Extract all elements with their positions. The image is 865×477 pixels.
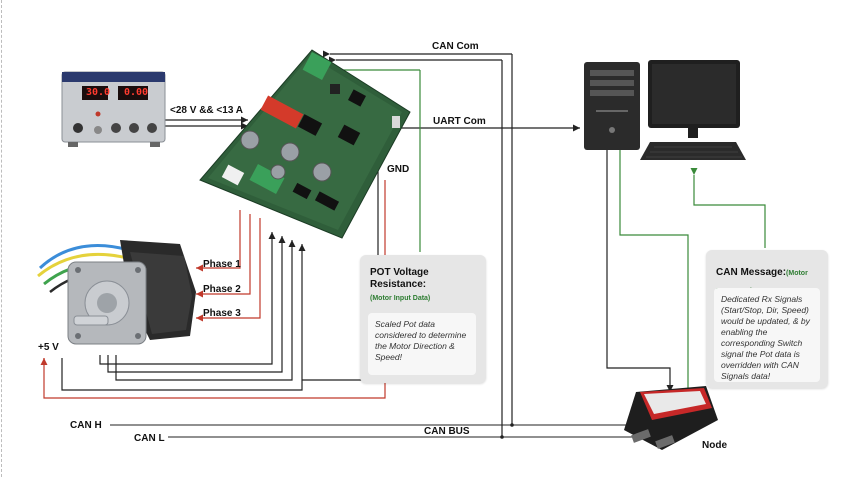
can-com-label: CAN Com <box>432 41 479 52</box>
pc-node-wire-black <box>603 142 674 392</box>
supply-spec-label: <28 V && <13 A <box>170 105 244 116</box>
can-h-label: CAN H <box>70 420 102 431</box>
node-label: Node <box>702 440 727 451</box>
motor-wire-1 <box>99 232 276 365</box>
pc-node-wire-green <box>616 142 689 392</box>
pot-card-title: POT Voltage Resistance: (Motor Input Dat… <box>370 267 460 303</box>
pot-card-subtitle: (Motor Input Data) <box>370 295 431 302</box>
stepper-motor <box>37 240 196 345</box>
left-dashed-border <box>1 0 2 477</box>
can-l-label: CAN L <box>134 433 165 444</box>
phase1-label: Phase 1 <box>203 259 241 270</box>
pot-card-body: Scaled Pot data considered to determine … <box>368 313 476 375</box>
supply-voltage-readout: 30.0 <box>86 87 111 98</box>
gnd-label: GND <box>387 164 410 175</box>
phase2-label: Phase 2 <box>203 284 241 295</box>
motor-wire-2 <box>107 236 286 373</box>
uart-com-label: UART Com <box>433 116 486 127</box>
phase3-wire <box>196 218 261 322</box>
pot-voltage-card: POT Voltage Resistance: (Motor Input Dat… <box>360 255 486 383</box>
can-message-card: CAN Message:(Motor Input Data) Dedicated… <box>706 250 828 388</box>
motor-wire-3 <box>115 240 296 381</box>
phase2-wire <box>196 214 251 298</box>
monitor-green-wire <box>690 167 766 248</box>
supply-current-readout: 0.00 <box>124 87 149 98</box>
phase1-wire <box>196 210 241 272</box>
plus5v-label: +5 V <box>38 342 59 353</box>
controller-board <box>199 49 411 239</box>
power-supply <box>61 71 166 147</box>
pc-monitor <box>640 60 746 160</box>
pc-tower <box>584 62 640 150</box>
phase3-label: Phase 3 <box>203 308 241 319</box>
can-node-device <box>624 386 718 450</box>
plus5v-black-wire <box>61 244 306 391</box>
can-card-body: Dedicated Rx Signals (Start/Stop, Dir, S… <box>714 288 820 382</box>
can-bus-label: CAN BUS <box>424 426 470 437</box>
